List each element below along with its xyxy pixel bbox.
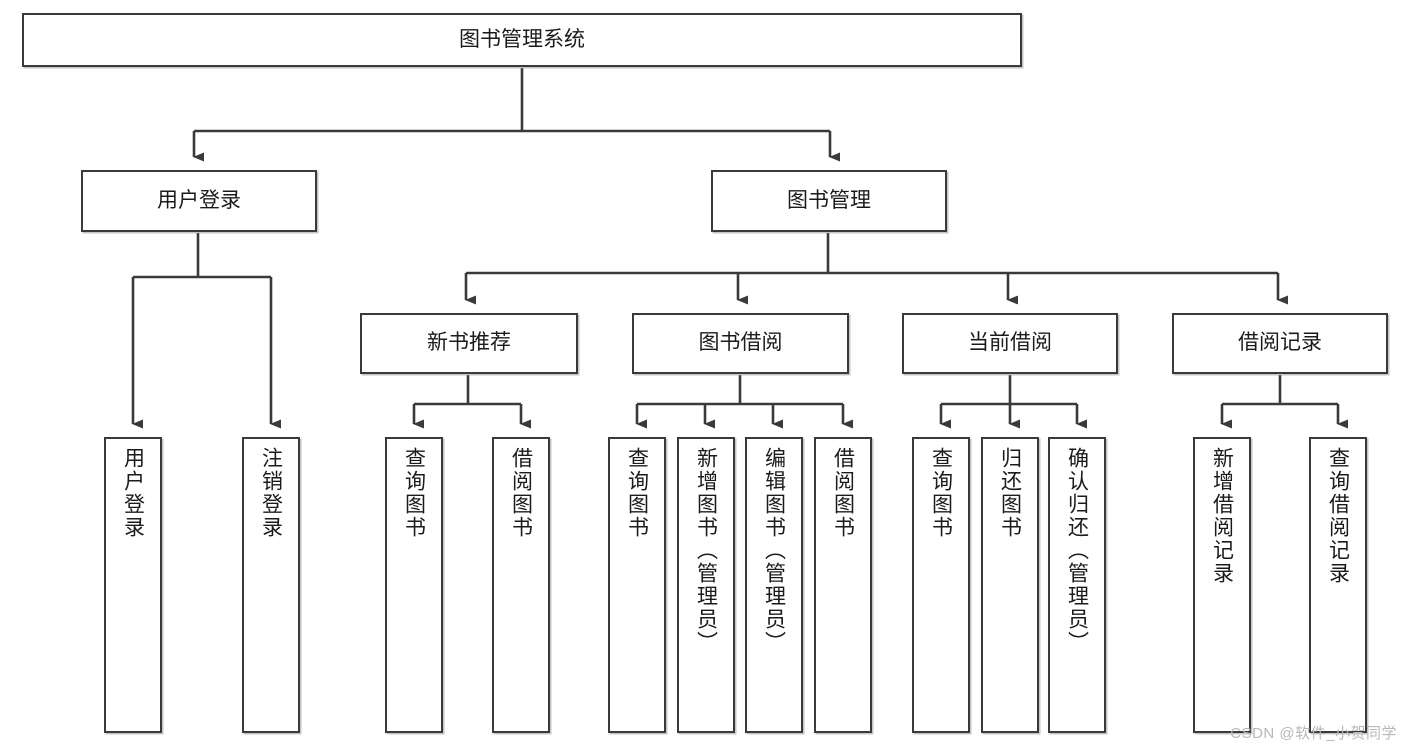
- leaf-query-book-1[interactable]: 查询图书: [385, 437, 443, 733]
- node-label: 用户登录: [121, 447, 145, 539]
- leaf-user-login[interactable]: 用户登录: [104, 437, 162, 733]
- node-label: 图书管理系统: [459, 27, 585, 51]
- node-label: 查询图书: [929, 447, 953, 539]
- node-current-borrow[interactable]: 当前借阅: [902, 313, 1118, 374]
- leaf-add-borrow-record[interactable]: 新增借阅记录: [1193, 437, 1251, 733]
- node-label: 归还图书: [998, 447, 1022, 539]
- node-label: 用户登录: [157, 188, 241, 212]
- node-label: 查询图书: [402, 447, 426, 539]
- node-label: 当前借阅: [968, 331, 1052, 355]
- leaf-user-logout[interactable]: 注销登录: [242, 437, 300, 733]
- node-label: 借阅图书: [509, 447, 533, 539]
- node-label: 图书借阅: [698, 331, 783, 355]
- node-label: 编辑图书（管理员）: [762, 447, 786, 654]
- node-label: 新增图书（管理员）: [694, 447, 718, 654]
- node-label: 查询借阅记录: [1326, 447, 1350, 585]
- node-book-borrow[interactable]: 图书借阅: [632, 313, 849, 374]
- leaf-borrow-book-1[interactable]: 借阅图书: [492, 437, 550, 733]
- node-label: 新书推荐: [427, 331, 511, 355]
- node-label: 图书管理: [787, 188, 871, 212]
- node-user-login[interactable]: 用户登录: [81, 170, 317, 232]
- node-label: 借阅记录: [1238, 331, 1322, 355]
- leaf-edit-book-admin[interactable]: 编辑图书（管理员）: [745, 437, 803, 733]
- node-label: 借阅图书: [831, 447, 855, 539]
- node-label: 新增借阅记录: [1210, 447, 1234, 585]
- node-book-manage[interactable]: 图书管理: [711, 170, 947, 232]
- leaf-query-borrow-record[interactable]: 查询借阅记录: [1309, 437, 1367, 733]
- leaf-confirm-return-admin[interactable]: 确认归还（管理员）: [1048, 437, 1106, 733]
- node-borrow-record[interactable]: 借阅记录: [1172, 313, 1388, 374]
- leaf-borrow-book-2[interactable]: 借阅图书: [814, 437, 872, 733]
- node-label: 注销登录: [259, 447, 283, 539]
- leaf-return-book[interactable]: 归还图书: [981, 437, 1039, 733]
- node-label: 确认归还（管理员）: [1065, 447, 1089, 654]
- leaf-query-book-3[interactable]: 查询图书: [912, 437, 970, 733]
- node-root-book-management-system[interactable]: 图书管理系统: [22, 13, 1022, 67]
- node-new-book-recommend[interactable]: 新书推荐: [360, 313, 578, 374]
- node-label: 查询图书: [625, 447, 649, 539]
- leaf-add-book-admin[interactable]: 新增图书（管理员）: [677, 437, 735, 733]
- leaf-query-book-2[interactable]: 查询图书: [608, 437, 666, 733]
